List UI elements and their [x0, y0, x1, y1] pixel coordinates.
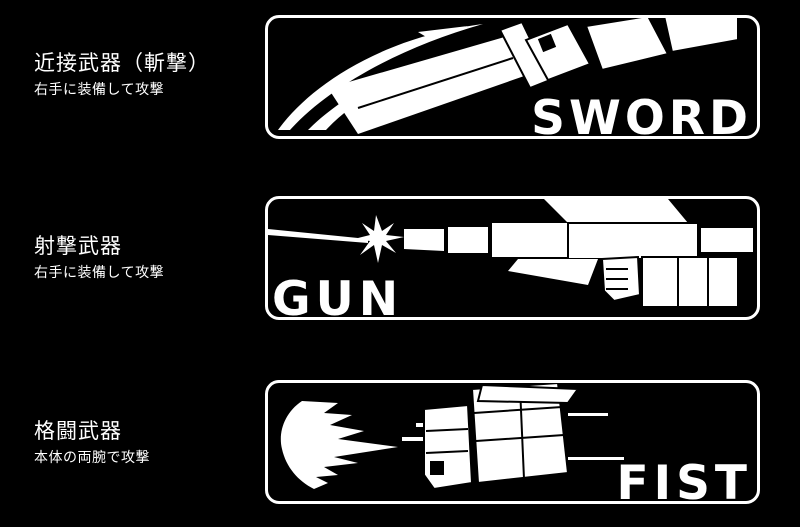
- weapon-label-sword: 近接武器（斬撃） 右手に装備して攻撃: [34, 50, 210, 100]
- weapon-title: 近接武器（斬撃）: [34, 51, 210, 75]
- weapon-card-fist: FIST: [265, 380, 760, 504]
- sword-icon: SWORD: [278, 18, 752, 136]
- weapon-card-sword: SWORD: [265, 15, 760, 139]
- weapon-title: 格闘武器: [34, 419, 122, 443]
- weapon-name-gun: GUN: [272, 272, 403, 317]
- gun-icon: GUN: [268, 199, 755, 317]
- weapon-name-sword: SWORD: [531, 91, 752, 136]
- weapon-label-fist: 格闘武器 本体の両腕で攻撃: [34, 418, 150, 468]
- weapon-card-gun: GUN: [265, 196, 760, 320]
- weapon-name-fist: FIST: [616, 456, 752, 501]
- weapon-subtitle: 本体の両腕で攻撃: [34, 450, 150, 466]
- weapon-subtitle: 右手に装備して攻撃: [34, 82, 165, 98]
- fist-icon: FIST: [280, 383, 752, 501]
- weapon-label-gun: 射撃武器 右手に装備して攻撃: [34, 233, 164, 283]
- weapon-subtitle: 右手に装備して攻撃: [34, 265, 165, 281]
- weapon-title: 射撃武器: [34, 234, 122, 258]
